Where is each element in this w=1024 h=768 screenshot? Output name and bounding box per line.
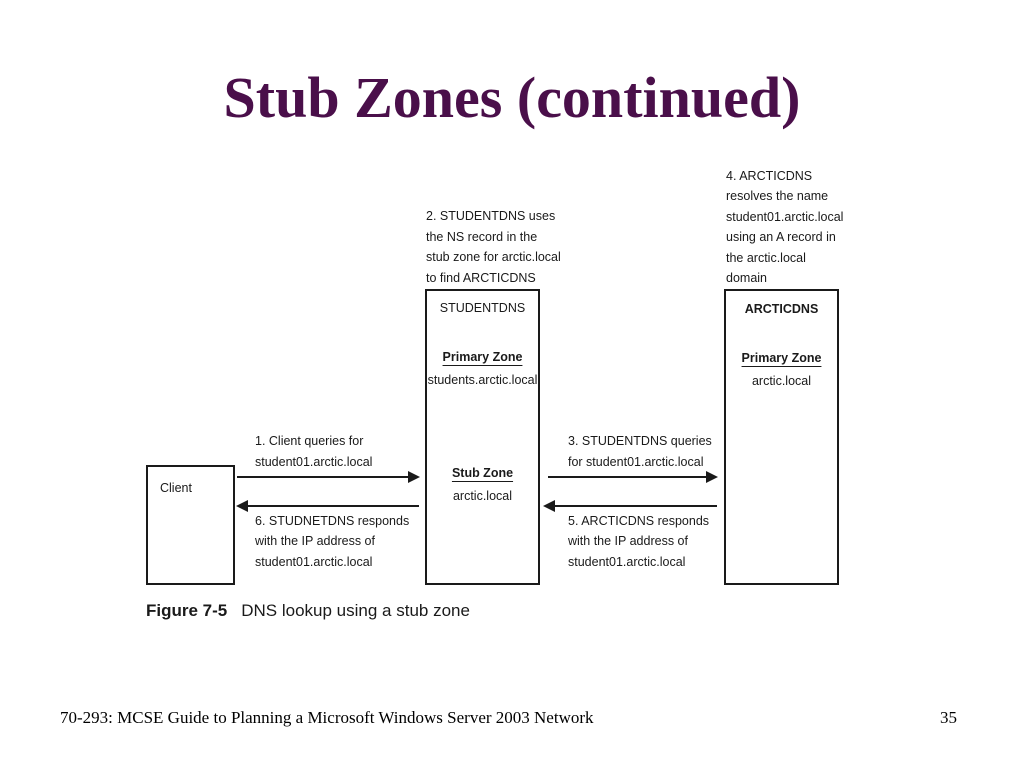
arrow-studentdns-to-arcticdns	[548, 471, 718, 483]
figure-caption: Figure 7-5 DNS lookup using a stub zone	[146, 598, 470, 624]
slide-title: Stub Zones (continued)	[223, 65, 801, 130]
step-2-line-3: stub zone for arctic.local	[426, 250, 561, 264]
arcticdns-primary-zone-heading: Primary Zone	[741, 351, 822, 365]
studentdns-server-box: STUDENTDNS Primary Zone students.arctic.…	[425, 289, 540, 585]
figure-caption-number: Figure 7-5	[146, 601, 228, 620]
studentdns-stub-zone-value: arctic.local	[452, 489, 513, 503]
step-2-line-4: to find ARCTICDNS	[426, 271, 536, 285]
step-1-line-1: 1. Client queries for	[255, 434, 364, 448]
studentdns-primary-zone-heading: Primary Zone	[442, 350, 523, 364]
step-4-line-2: resolves the name	[726, 189, 829, 203]
arrow-client-to-studentdns	[237, 471, 420, 483]
step-6-line-2: with the IP address of	[255, 534, 375, 548]
step-1-line-2: student01.arctic.local	[255, 455, 373, 469]
arcticdns-primary-zone-value: arctic.local	[751, 374, 812, 388]
studentdns-stub-zone-heading: Stub Zone	[451, 466, 514, 480]
studentdns-name: STUDENTDNS	[439, 301, 526, 315]
step-6-line-3: student01.arctic.local	[255, 555, 373, 569]
slide-footer: 70-293: MCSE Guide to Planning a Microso…	[60, 708, 594, 727]
studentdns-primary-zone-value: students.arctic.local	[427, 373, 538, 387]
arrow-studentdns-to-client	[236, 500, 419, 512]
step-2-line-1: 2. STUDENTDNS uses	[426, 209, 556, 223]
step-4-line-3: student01.arctic.local	[726, 210, 844, 224]
arcticdns-server-box: ARCTICDNS Primary Zone arctic.local	[724, 289, 839, 585]
step-3-line-1: 3. STUDENTDNS queries	[568, 434, 712, 448]
step-4-line-6: domain	[726, 271, 767, 285]
step-5-line-2: with the IP address of	[568, 534, 688, 548]
client-box: Client	[146, 465, 235, 585]
step-5-line-3: student01.arctic.local	[568, 555, 686, 569]
step-4-line-5: the arctic.local	[726, 251, 806, 265]
arrow-arcticdns-to-studentdns	[543, 500, 717, 512]
figure-caption-text: DNS lookup using a stub zone	[241, 601, 470, 620]
step-4-line-1: 4. ARCTICDNS	[726, 169, 813, 183]
step-4-line-4: using an A record in	[726, 230, 836, 244]
client-label: Client	[160, 481, 192, 495]
step-6-line-1: 6. STUDNETDNS responds	[255, 514, 410, 528]
arcticdns-name: ARCTICDNS	[744, 302, 819, 316]
step-3-line-2: for student01.arctic.local	[568, 455, 704, 469]
step-5-line-1: 5. ARCTICDNS responds	[568, 514, 710, 528]
step-2-line-2: the NS record in the	[426, 230, 538, 244]
slide-page-number: 35	[940, 708, 957, 727]
